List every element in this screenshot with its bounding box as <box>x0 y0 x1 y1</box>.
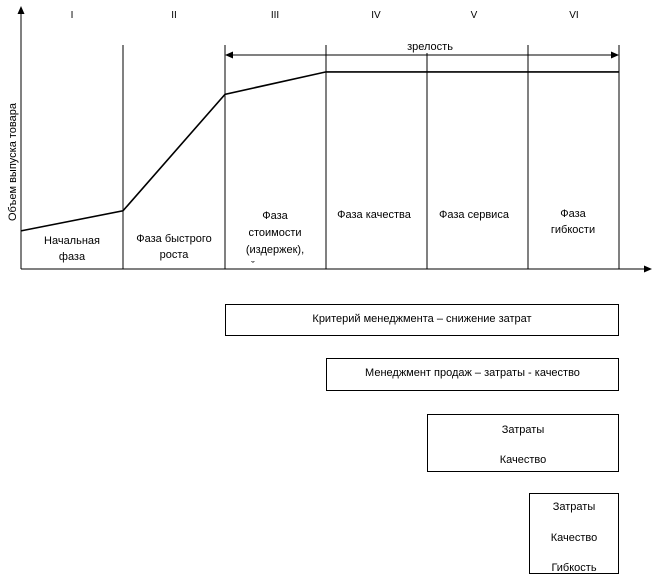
phase-numeral-6: VI <box>569 10 578 21</box>
quality-label: Качество <box>499 454 547 466</box>
phase-label-2-line-2: роста <box>160 249 190 261</box>
maturity-label: зрелость <box>407 41 453 53</box>
phase-label-1-line-2: фаза <box>59 251 86 263</box>
phase-numeral-1: I <box>71 10 74 21</box>
management-criterion-box: Критерий менеджмента – снижение затрат <box>225 304 619 336</box>
phase-label-6-line-1: Фаза <box>560 208 586 220</box>
costs-label: Затраты <box>552 501 596 513</box>
maturity-arrow-left-head <box>225 51 233 59</box>
phase-label-1-line-1: Начальная <box>44 235 100 247</box>
quality-label: Качество <box>550 532 598 544</box>
phase-label-2-line-1: Фаза быстрого <box>136 233 211 245</box>
phase-label-4: Фаза качества <box>337 209 412 221</box>
sales-management-text: Менеджмент продаж – затраты - качество <box>365 367 580 379</box>
management-criterion-text: Критерий менеджмента – снижение затрат <box>312 313 532 325</box>
y-axis-label: Объем выпуска товара <box>7 102 19 221</box>
maturity-arrow-right-head <box>611 51 619 59</box>
output-volume-curve <box>20 71 619 232</box>
phase-label-3-line-1: Фаза <box>262 210 288 222</box>
phase-label-5: Фаза сервиса <box>439 209 510 221</box>
phase-numeral-3: III <box>271 10 279 21</box>
costs-quality-box: Затраты Качество <box>427 414 619 472</box>
costs-quality-flexibility-box: Затраты Качество Гибкость <box>529 493 619 574</box>
phase-label-3-line-3: (издержек), <box>246 244 304 256</box>
phase-label-3-line-2: стоимости <box>248 227 301 239</box>
x-axis-arrow <box>644 265 652 273</box>
phase-label-3-line-4: ˇ <box>251 260 255 272</box>
maturity-label-bg <box>395 39 465 53</box>
phase-numeral-4: IV <box>371 10 381 21</box>
phase-numeral-2: II <box>171 10 177 21</box>
phase-label-6-line-2: гибкости <box>551 224 595 236</box>
phase-numeral-5: V <box>471 10 478 21</box>
costs-label: Затраты <box>501 424 545 436</box>
y-axis-arrow <box>17 6 25 14</box>
flexibility-label: Гибкость <box>551 562 597 574</box>
sales-management-box: Менеджмент продаж – затраты - качество <box>326 358 619 391</box>
